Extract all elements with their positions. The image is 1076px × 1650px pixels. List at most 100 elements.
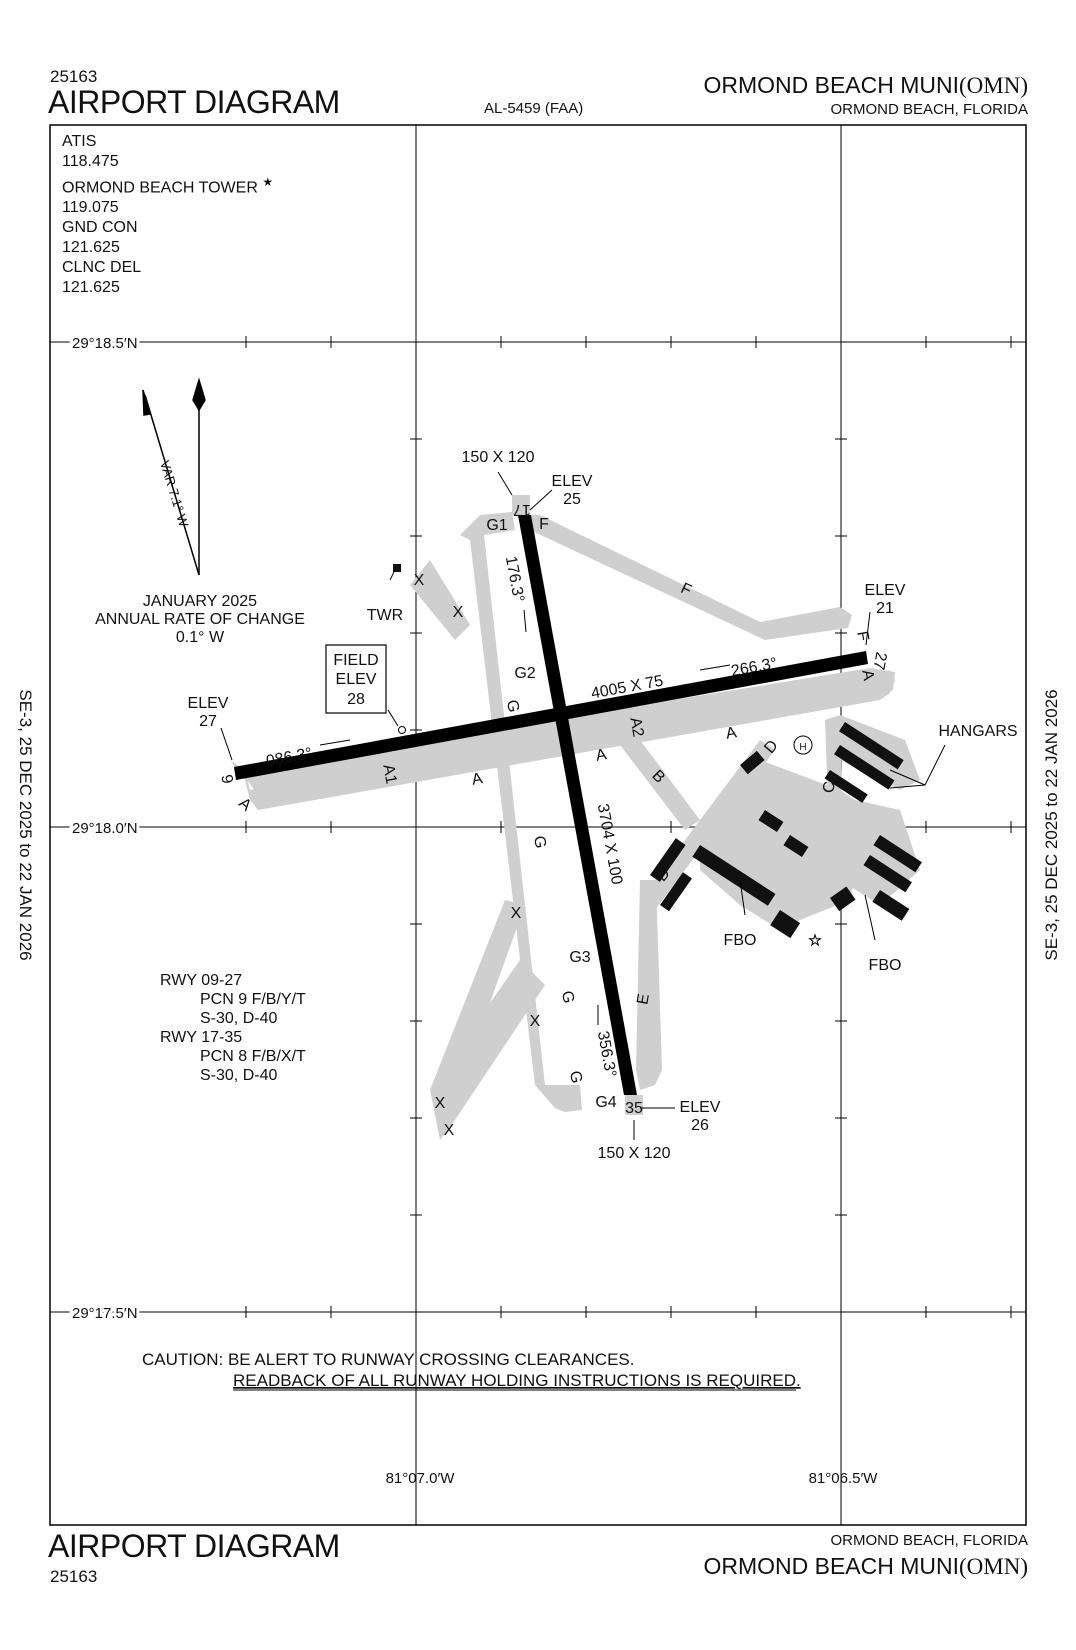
heliport-icon bbox=[793, 735, 813, 755]
side-date-right: SE-3, 25 DEC 2025 to 22 JAN 2026 bbox=[1042, 689, 1061, 961]
atis-frequency: 118.475 bbox=[62, 153, 119, 170]
rwy-info-1-weights: S-30, D-40 bbox=[200, 1010, 277, 1027]
taxiway-b bbox=[620, 740, 700, 830]
elev-27-value: 21 bbox=[876, 600, 894, 617]
airport-id-b: (OMN) bbox=[959, 1554, 1028, 1579]
rate-value: 0.1° W bbox=[176, 629, 225, 646]
magnetic-north-line bbox=[144, 394, 200, 576]
taxiway-e bbox=[515, 515, 852, 640]
buildings bbox=[393, 564, 922, 939]
taxiway-e-label-3: F bbox=[853, 630, 871, 643]
apron-building-4 bbox=[650, 838, 686, 882]
elev-17-label: ELEV bbox=[552, 473, 593, 490]
hangar-5 bbox=[863, 855, 912, 893]
taxiway-g3-label: G3 bbox=[569, 949, 590, 966]
lat-18-5: 29°18.5′N bbox=[72, 335, 138, 352]
elev-35-label: ELEV bbox=[680, 1099, 721, 1116]
hangars-label: HANGARS bbox=[938, 723, 1017, 740]
chart-title-bottom: AIRPORT DIAGRAM bbox=[48, 1528, 340, 1564]
chart-number: 25163 bbox=[50, 67, 98, 86]
atis-label: ATIS bbox=[62, 133, 97, 150]
taxiway-x-diag bbox=[430, 900, 525, 1100]
taxiway-g2-label: G2 bbox=[514, 665, 535, 682]
true-north-icon bbox=[192, 377, 206, 412]
taxiway-a-label-ne: A bbox=[858, 668, 877, 682]
airport-name-bottom: ORMOND BEACH MUNI(OMN) bbox=[703, 1553, 1028, 1580]
beacon-star-icon: ★ bbox=[809, 932, 822, 948]
elev-9-label: ELEV bbox=[188, 695, 229, 712]
frequency-box: ATIS 118.475 ORMOND BEACH TOWER ★ 119.07… bbox=[62, 132, 273, 298]
fbo-building-3 bbox=[829, 886, 856, 912]
airport-id: (OMN) bbox=[959, 73, 1028, 98]
magnetic-date: JANUARY 2025 bbox=[143, 593, 257, 610]
taxiway-g-label-2: G bbox=[530, 835, 549, 850]
diagram-frame bbox=[49, 124, 1027, 1526]
rwy-35-end: 35 bbox=[625, 1100, 643, 1117]
caution-line-1: CAUTION: BE ALERT TO RUNWAY CROSSING CLE… bbox=[142, 1350, 635, 1369]
heliport-label: H bbox=[799, 742, 806, 753]
taxiway-f bbox=[636, 880, 662, 1090]
ground-frequency: 121.625 bbox=[62, 239, 120, 257]
side-date-left: SE-3, 25 DEC 2025 to 22 JAN 2026 bbox=[16, 689, 35, 961]
taxiway-g bbox=[460, 512, 582, 1112]
runways bbox=[234, 495, 868, 1115]
taxiway-x-label-5: X bbox=[435, 1095, 446, 1112]
apron-building-2 bbox=[758, 810, 784, 833]
taxiway-g4-label: G4 bbox=[595, 1094, 616, 1111]
chart-number-bottom: 25163 bbox=[50, 1567, 98, 1586]
rate-label: ANNUAL RATE OF CHANGE bbox=[95, 611, 305, 628]
airport-name: ORMOND BEACH MUNI bbox=[703, 72, 959, 98]
tower-label: TWR bbox=[367, 607, 403, 624]
lon-06-5: 81°06.5′W bbox=[809, 1470, 879, 1487]
taxiway-a1-label: A1 bbox=[379, 763, 399, 785]
taxiway-d bbox=[640, 740, 775, 910]
rwy-27-end: 27 bbox=[869, 651, 889, 672]
fbo-building-2 bbox=[770, 909, 801, 939]
blast-pad-south bbox=[625, 1095, 643, 1115]
taxiway-x-label-3: X bbox=[511, 905, 522, 922]
tower-label: ORMOND BEACH TOWER bbox=[62, 179, 258, 197]
apron-building-1 bbox=[740, 750, 765, 775]
taxiway-x-north bbox=[410, 560, 470, 640]
elev-9-value: 27 bbox=[199, 713, 217, 730]
hangar-1 bbox=[839, 721, 904, 770]
field-elev-point bbox=[398, 726, 406, 734]
lon-07-0: 81°07.0′W bbox=[386, 1470, 456, 1487]
taxiway-f-label: E bbox=[634, 992, 653, 1005]
rwy-17-35-dims: 3704 X 100 bbox=[594, 802, 626, 886]
tower-marker bbox=[393, 564, 401, 572]
taxiway-x-south bbox=[430, 960, 545, 1140]
hangar-4 bbox=[873, 835, 922, 873]
blast-pad-north-label: 150 X 120 bbox=[462, 449, 535, 466]
tower-row: ORMOND BEACH TOWER ★ bbox=[62, 172, 273, 198]
pointer-lines bbox=[220, 471, 946, 1140]
fbo-label-east: FBO bbox=[869, 957, 902, 974]
taxiway-a-label-2: A bbox=[594, 746, 608, 765]
tower-frequency: 119.075 bbox=[62, 199, 119, 217]
clearance-label: CLNC DEL bbox=[62, 259, 142, 277]
lat-18-0: 29°18.0′N bbox=[72, 820, 138, 837]
field-elev-label-1: FIELD bbox=[333, 652, 378, 669]
rwy-17-hdg: 176.3° bbox=[502, 555, 527, 604]
rwy-info-1-pcn: PCN 9 F/B/Y/T bbox=[200, 991, 306, 1008]
elev-27-label: ELEV bbox=[865, 582, 906, 599]
taxiway-g-label-3: G bbox=[558, 990, 577, 1005]
taxiway-x-label-6: X bbox=[444, 1122, 455, 1139]
field-elev-value: 28 bbox=[347, 691, 365, 708]
apron-building-5 bbox=[660, 872, 692, 912]
hangar-6 bbox=[872, 889, 910, 921]
taxiway-g1-label: G1 bbox=[486, 517, 507, 534]
field-elev-box bbox=[325, 644, 387, 714]
taxiway-x-label-2: X bbox=[453, 604, 464, 621]
north-arrows bbox=[142, 377, 206, 576]
elev-35-value: 26 bbox=[691, 1117, 709, 1134]
apron-building-3 bbox=[783, 834, 809, 858]
fbo-label-west: FBO bbox=[724, 932, 757, 949]
field-elev-label-2: ELEV bbox=[336, 671, 377, 688]
rwy-09-end: 9 bbox=[217, 773, 235, 785]
hangar-3 bbox=[824, 770, 868, 803]
hangar-2 bbox=[834, 745, 895, 790]
blast-pad-south-label: 150 X 120 bbox=[598, 1145, 671, 1162]
taxiway-x-label-1: X bbox=[414, 572, 425, 589]
